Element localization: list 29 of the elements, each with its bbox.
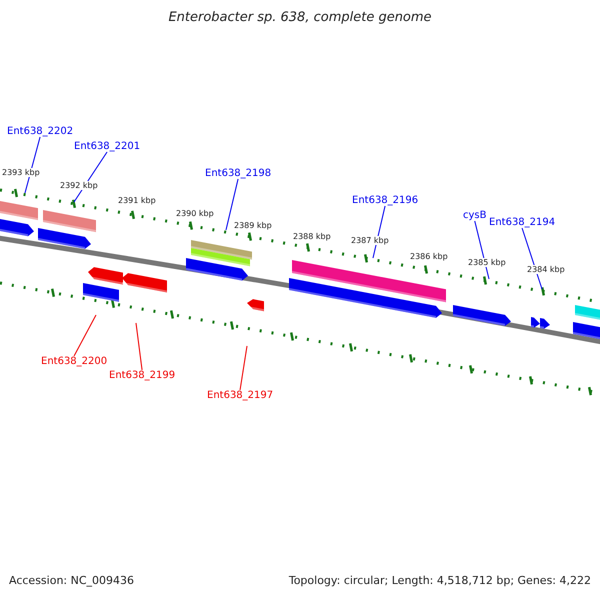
footer-text: Topology: circular; Length: 4,518,712 bp; Genes: 4,222: [288, 574, 591, 587]
gene-label: Ent638_2201: [74, 141, 140, 152]
gene-label: Ent638_2194: [489, 217, 556, 228]
leader-line: [226, 178, 239, 230]
leader-line: [474, 220, 490, 280]
gene-label: Ent638_2199: [109, 370, 176, 381]
tick-label: 2388 kbp: [293, 232, 331, 241]
tick-label: 2384 kbp: [527, 265, 565, 274]
leader-line: [24, 136, 41, 194]
tick-label: 2389 kbp: [234, 221, 272, 230]
footer-text: Accession: NC_009436: [9, 574, 134, 587]
leader-line: [136, 322, 143, 370]
gene-label: Ent638_2198: [205, 168, 272, 179]
tick-label: 2386 kbp: [410, 252, 448, 261]
gene-label: Ent638_2200: [41, 356, 108, 367]
tick-label: 2391 kbp: [118, 196, 156, 205]
tick-label: 2385 kbp: [468, 258, 506, 267]
leader-line: [522, 228, 542, 290]
gene-label: Ent638_2196: [352, 195, 418, 206]
tick-label: 2392 kbp: [60, 181, 98, 190]
gene-label: Ent638_2202: [7, 126, 74, 137]
leader-line: [74, 314, 96, 356]
gene-label: cysB: [463, 210, 486, 221]
tick-label: 2390 kbp: [176, 209, 214, 218]
gene-label: Ent638_2197: [207, 390, 274, 401]
diagram-title: Enterobacter sp. 638, complete genome: [167, 10, 433, 25]
tick-label: 2387 kbp: [351, 236, 389, 245]
tick-label: 2393 kbp: [2, 168, 40, 177]
leader-line: [240, 346, 248, 390]
